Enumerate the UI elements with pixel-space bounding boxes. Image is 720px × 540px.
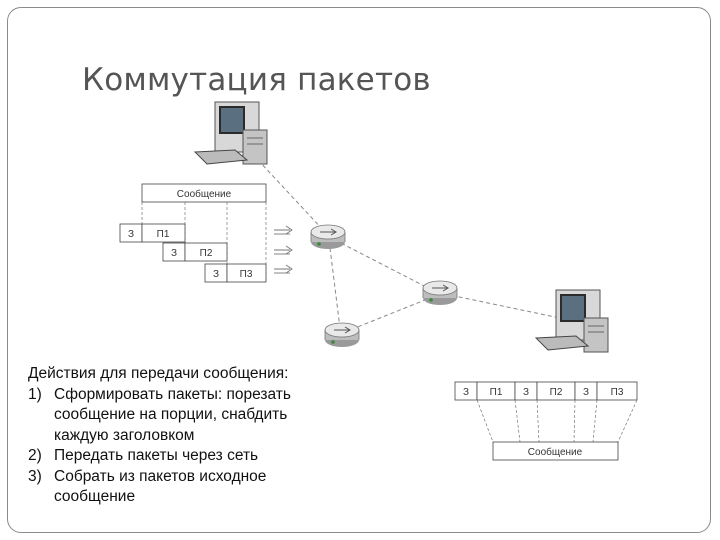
step-item: 1) Сформировать пакеты: порезать сообщен… (28, 385, 348, 447)
step-item: 2) Передать пакеты через сеть (28, 446, 348, 467)
packet-header: З (523, 387, 529, 398)
step-line: Передать пакеты через сеть (54, 447, 258, 464)
step-line: сообщение на порции, снабдить (54, 406, 287, 423)
packet-header: З (213, 269, 219, 280)
computer-icon (536, 290, 608, 352)
step-line: каждую заголовком (54, 427, 194, 444)
packet-label: П3 (240, 269, 253, 280)
router-icon (423, 281, 457, 305)
packet-label: П2 (550, 387, 563, 398)
packet-label: П2 (200, 248, 213, 259)
packet-header: З (463, 387, 469, 398)
packet-label: П1 (157, 229, 170, 240)
step-item: 3) Собрать из пакетов исходное сообщение (28, 467, 348, 508)
message-assembly-diagram: З П1 З П2 З П3 Сообщение (455, 382, 637, 460)
step-text: Передать пакеты через сеть (54, 446, 348, 467)
message-split-diagram: Сообщение З П1 З П2 З П3 (120, 184, 266, 282)
step-number: 3) (28, 467, 54, 508)
message-label: Сообщение (177, 188, 232, 200)
steps-list: 1) Сформировать пакеты: порезать сообщен… (28, 385, 348, 508)
network-links (258, 160, 560, 332)
step-text: Собрать из пакетов исходное сообщение (54, 467, 348, 508)
step-line: Собрать из пакетов исходное (54, 468, 266, 485)
router-icon (311, 225, 345, 249)
step-number: 1) (28, 385, 54, 447)
step-text: Сформировать пакеты: порезать сообщение … (54, 385, 348, 447)
packet-label: П3 (611, 387, 624, 398)
step-line: сообщение (54, 488, 135, 505)
computer-icon (195, 102, 267, 164)
message-label: Сообщение (528, 446, 583, 458)
packet-header: З (583, 387, 589, 398)
router-icon (325, 323, 359, 347)
step-line: Сформировать пакеты: порезать (54, 386, 291, 403)
packet-label: П1 (490, 387, 503, 398)
transmission-arrows (274, 226, 292, 273)
steps-intro: Действия для передачи сообщения: (28, 364, 348, 385)
packet-header: З (128, 229, 134, 240)
step-number: 2) (28, 446, 54, 467)
steps-text: Действия для передачи сообщения: 1) Сфор… (28, 364, 348, 508)
packet-header: З (171, 248, 177, 259)
